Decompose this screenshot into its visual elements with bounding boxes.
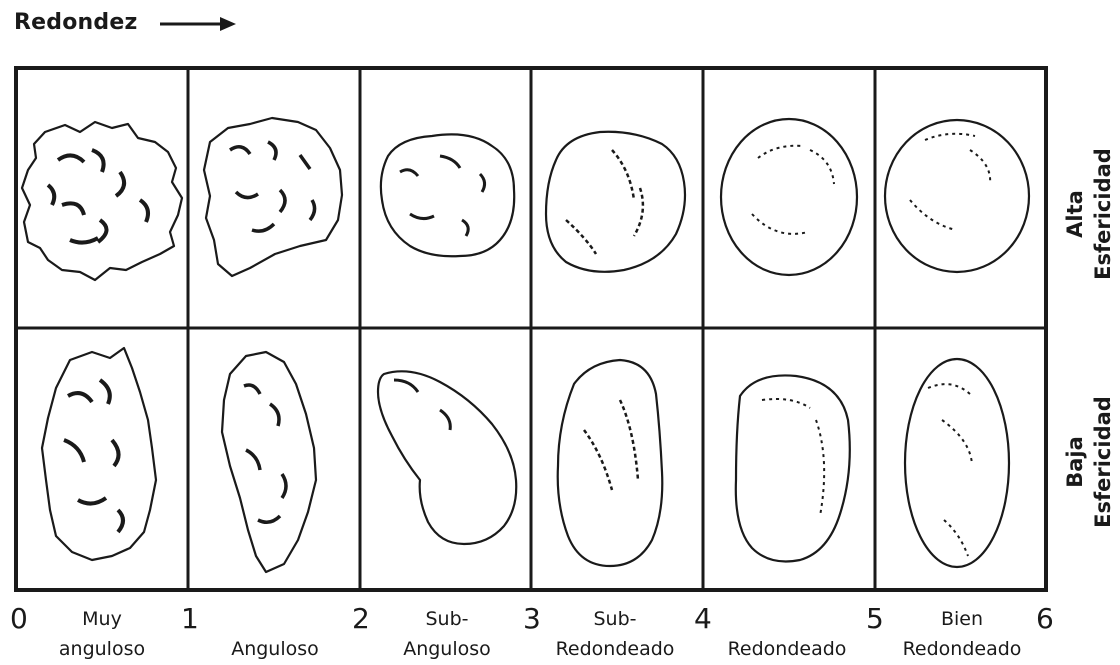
- grain-subrounded-high: [546, 132, 685, 272]
- grain-subrounded-low: [558, 360, 663, 566]
- scale-number: 6: [1036, 602, 1054, 635]
- grain-well-rounded-high: [885, 120, 1029, 272]
- grain-rounded-low: [736, 375, 850, 561]
- grain-angular-high: [204, 118, 342, 276]
- grain-subangular-low: [378, 371, 516, 544]
- grain-subangular-high: [381, 134, 514, 256]
- category-subangular: Sub-Anguloso: [372, 604, 522, 664]
- scale-number: 4: [694, 602, 712, 635]
- category-angular: Anguloso: [200, 604, 350, 664]
- scale-number: 1: [181, 602, 199, 635]
- grain-very-angular-low: [42, 348, 156, 560]
- category-subrounded: Sub-Redondeado: [540, 604, 690, 664]
- category-rounded: Redondeado: [712, 604, 862, 664]
- scale-number: 0: [10, 602, 28, 635]
- grain-rounded-high: [721, 119, 857, 275]
- grain-well-rounded-low: [905, 359, 1009, 567]
- scale-number: 5: [866, 602, 884, 635]
- scale-number: 3: [523, 602, 541, 635]
- scale-number: 2: [352, 602, 370, 635]
- grain-angular-low: [222, 352, 316, 572]
- grain-very-angular-high: [22, 122, 182, 280]
